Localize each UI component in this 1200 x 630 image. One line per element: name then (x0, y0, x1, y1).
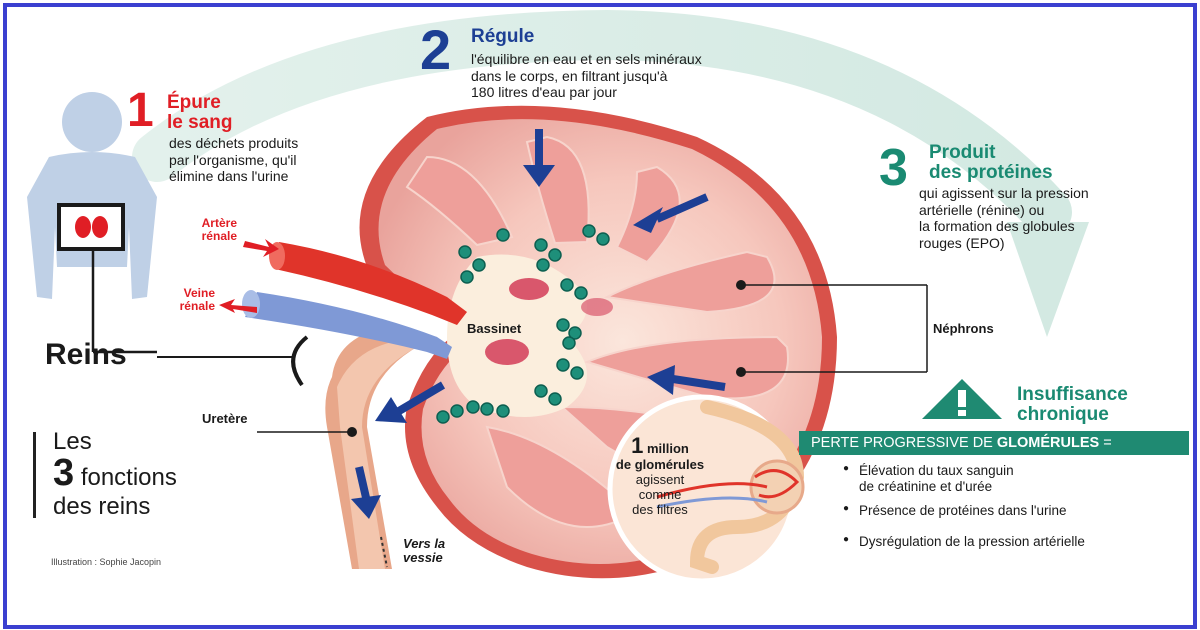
flow-arrows (351, 129, 726, 519)
glomeruli-dots (436, 224, 610, 424)
list-item: Présence de protéines dans l'urine (843, 503, 1183, 519)
flow-arc (132, 9, 1072, 237)
list-item: Dysrégulation de la pression artérielle (843, 534, 1183, 550)
kidney-illustration (27, 9, 1089, 584)
flow-arc-arrowhead (1007, 222, 1089, 337)
bassinet-label: Bassinet (467, 321, 522, 336)
illustration-credit: Illustration : Sophie Jacopin (51, 557, 162, 567)
nephrons-label: Néphrons (933, 321, 994, 336)
renal-artery (275, 242, 467, 325)
glomeruli-text: 1 million de glomérules agissent comme d… (615, 433, 705, 518)
title-bar (33, 432, 36, 518)
function-2-title: Régule (471, 26, 535, 47)
renal-pelvis (447, 254, 587, 417)
reins-label: Reins (45, 338, 127, 371)
main-title: Les 3 fonctions des reins (53, 428, 177, 521)
ureter-label: Uretère (202, 411, 248, 426)
function-3-number: 3 (879, 139, 908, 197)
renal-vein (245, 292, 452, 359)
function-1-number: 1 (127, 84, 154, 137)
chronic-band: PERTE PROGRESSIVE DE GLOMÉRULES = (799, 431, 1189, 455)
function-2-number: 2 (420, 18, 452, 81)
